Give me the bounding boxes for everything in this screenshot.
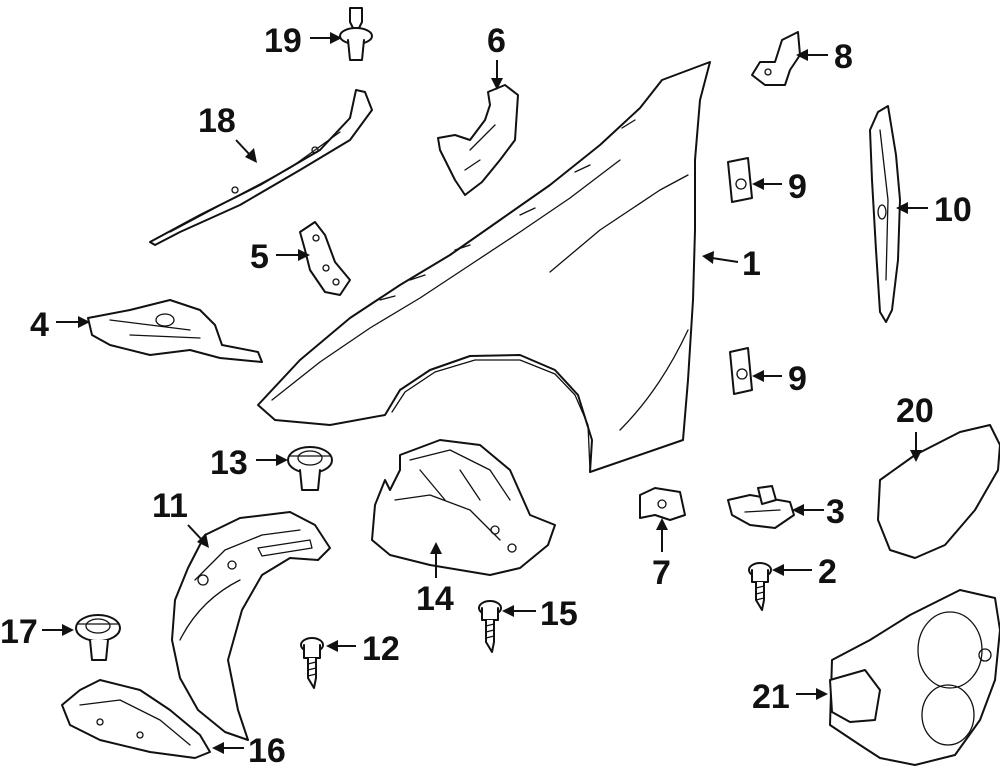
part-16-under-panel <box>61 679 211 759</box>
part-8-bracket <box>751 31 801 86</box>
part-9-clip-upper <box>727 157 753 203</box>
callout-3: 3 <box>826 493 845 531</box>
callout-1: 1 <box>742 245 761 283</box>
callout-7: 7 <box>652 554 671 592</box>
callout-6: 6 <box>487 22 506 60</box>
callout-17: 17 <box>0 613 38 651</box>
callout-9-upper: 9 <box>788 168 807 206</box>
callout-9-lower: 9 <box>788 360 807 398</box>
callout-10: 10 <box>934 191 972 229</box>
part-2-bolt <box>748 562 772 611</box>
part-18-seal-strip <box>149 89 373 246</box>
part-15-bolt <box>478 600 502 653</box>
callout-2: 2 <box>818 553 837 591</box>
part-4-bracket <box>87 299 263 363</box>
part-5-bracket <box>299 221 351 296</box>
part-20-fuel-door <box>877 424 1000 559</box>
callout-20: 20 <box>896 392 934 430</box>
part-10-seal-strip <box>869 105 901 323</box>
callout-labels: 1 2 3 4 5 6 7 8 9 9 10 11 12 13 14 15 16… <box>0 22 972 768</box>
part-12-bolt <box>300 637 324 689</box>
part-14-rear-liner <box>371 439 556 576</box>
part-6-bracket <box>437 84 519 196</box>
callout-15: 15 <box>540 595 578 633</box>
callout-19: 19 <box>264 22 302 60</box>
callout-arrows <box>42 32 928 754</box>
callout-14: 14 <box>416 580 454 618</box>
callout-4: 4 <box>30 306 49 344</box>
callout-5: 5 <box>250 238 269 276</box>
part-9-clip-lower <box>729 347 753 395</box>
part-21-headlamp <box>829 589 1000 766</box>
part-3-clip-nut <box>727 485 795 529</box>
part-7-clip <box>639 487 686 521</box>
callout-16: 16 <box>248 732 286 768</box>
part-17-push-clip <box>75 614 121 661</box>
part-19-push-rivet <box>339 7 373 61</box>
callout-11: 11 <box>152 487 188 525</box>
callout-21: 21 <box>752 678 790 716</box>
callout-12: 12 <box>362 630 400 668</box>
part-13-push-clip <box>287 446 333 491</box>
callout-13: 13 <box>210 444 248 482</box>
callout-8: 8 <box>834 38 853 76</box>
part-1-fender <box>257 61 711 473</box>
part-11-liner <box>171 511 331 741</box>
callout-18: 18 <box>198 102 236 140</box>
